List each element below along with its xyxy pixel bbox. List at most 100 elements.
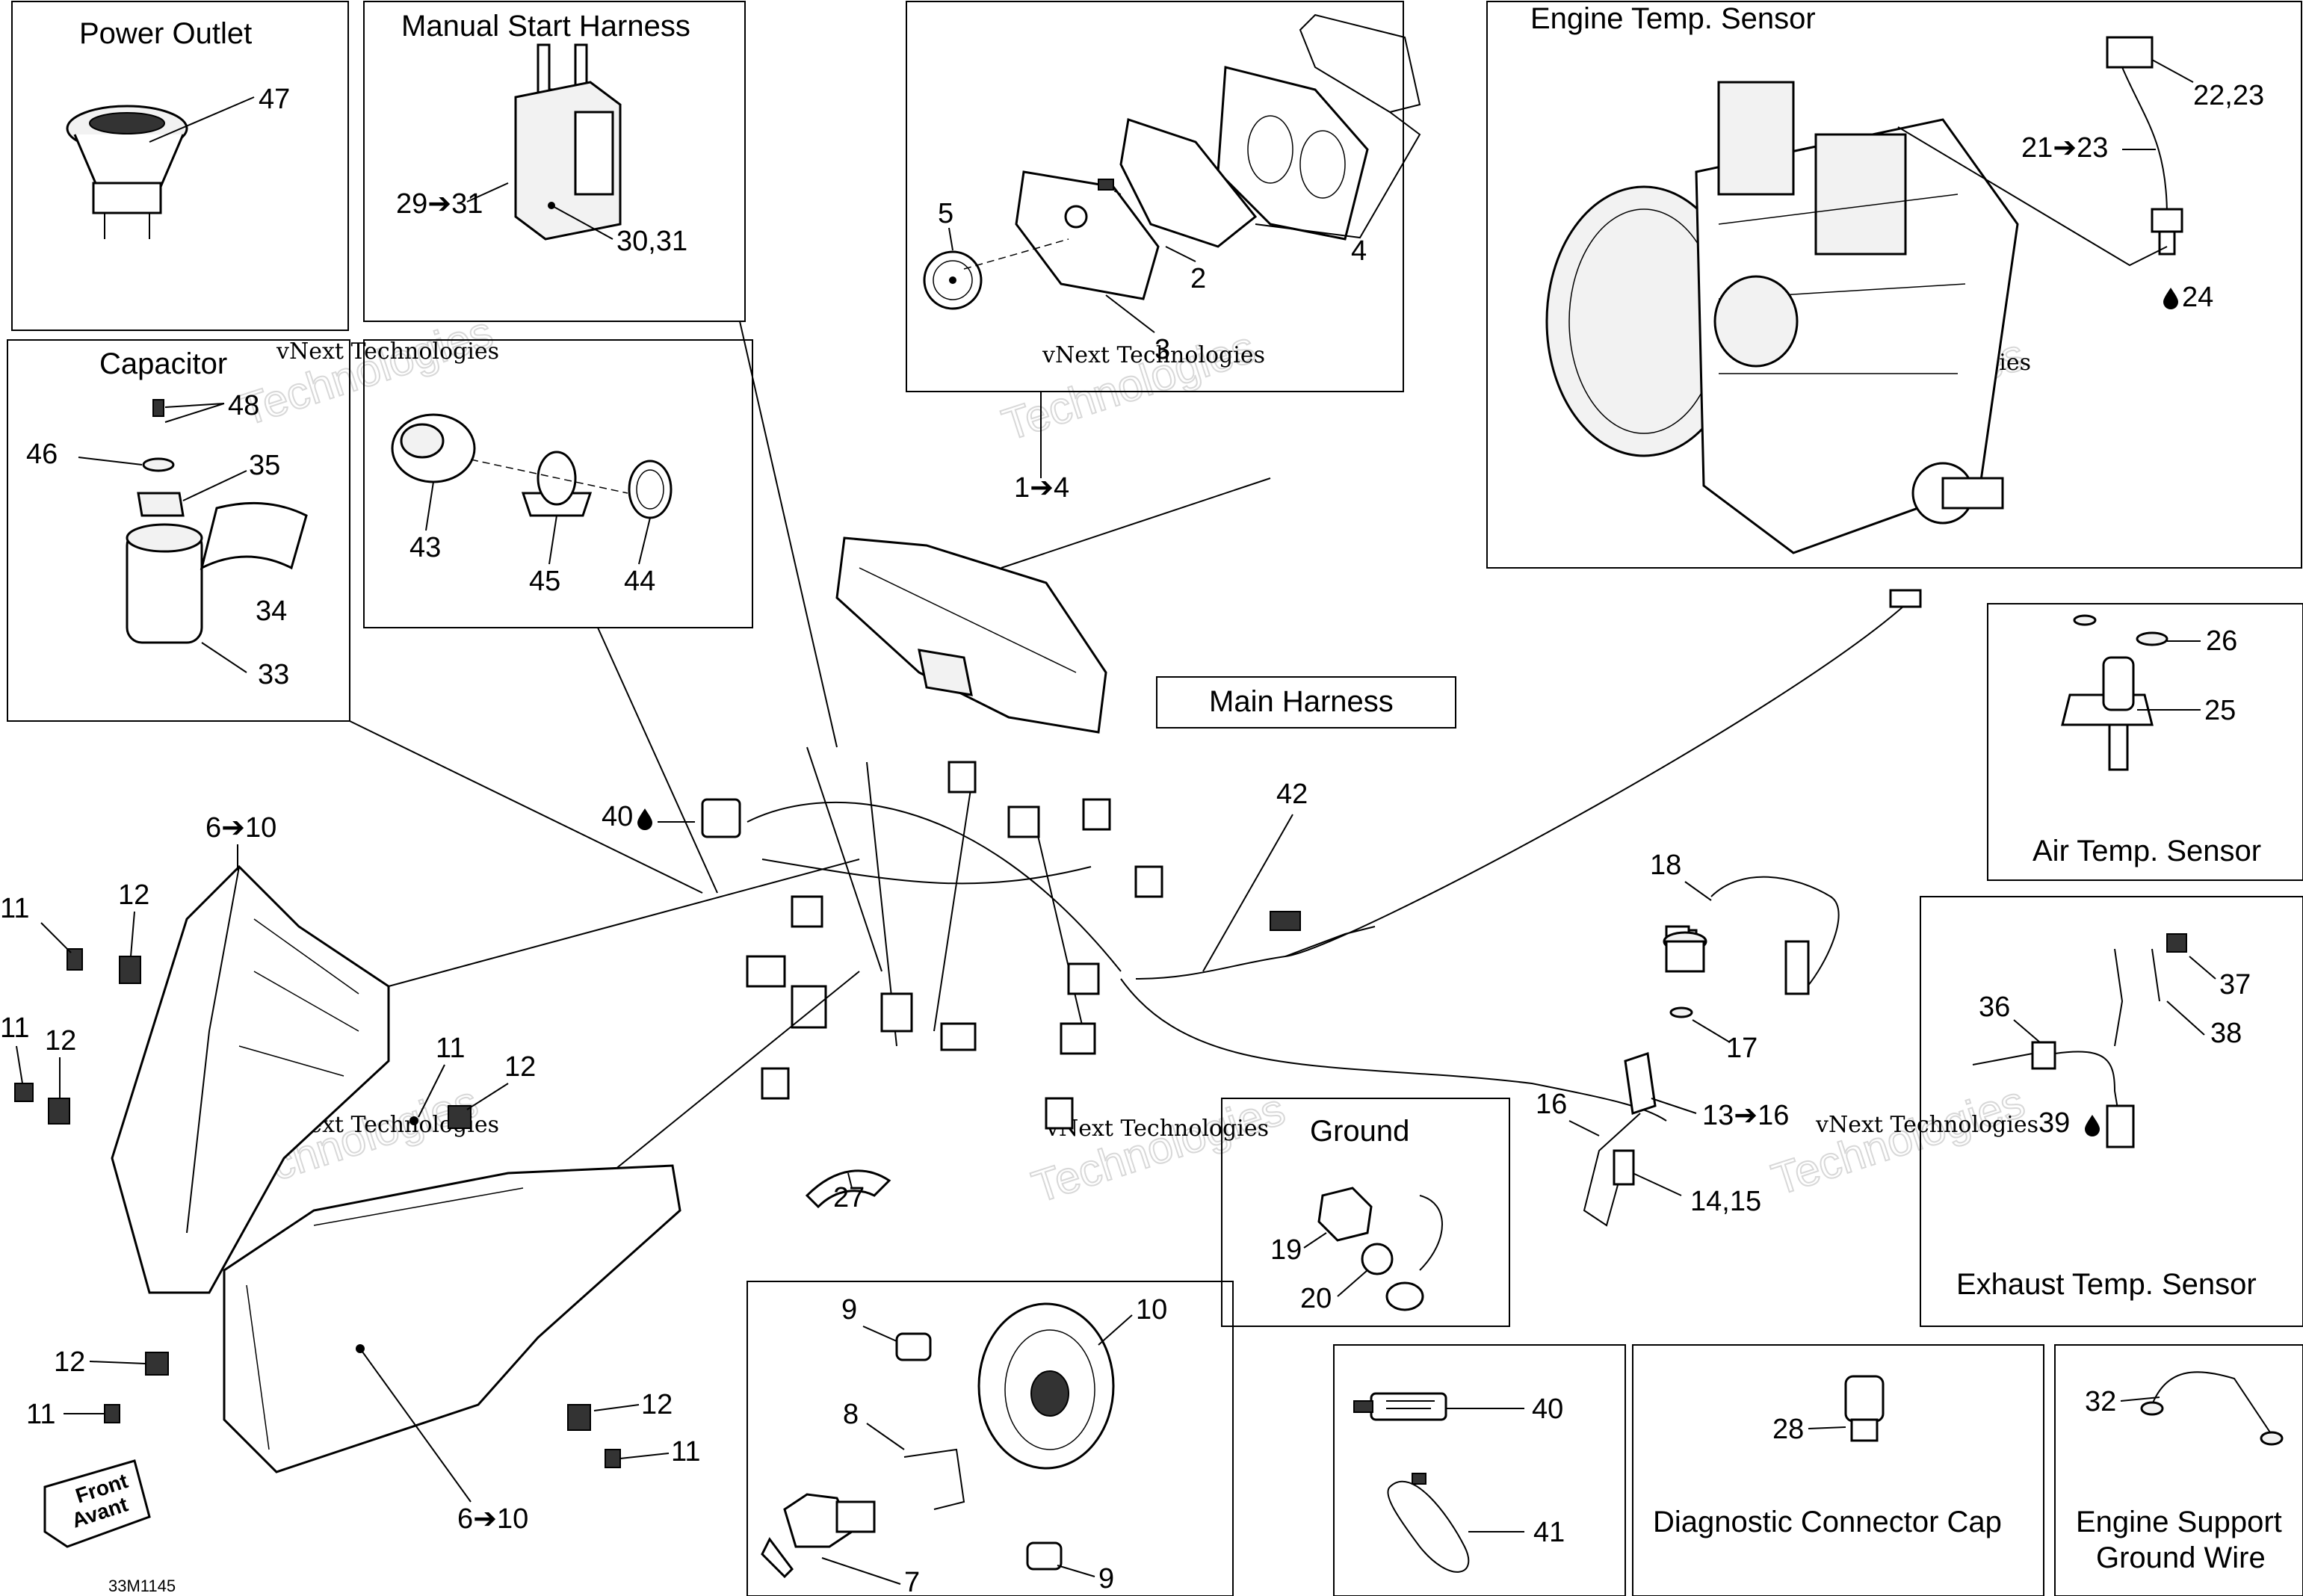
ring-part [628,460,673,519]
capacitor-title: Capacitor [99,347,227,380]
callout-label: 14,15 [1690,1186,1761,1217]
svg-text:Technologies: Technologies [1766,1076,2030,1204]
manual-start-harness-box: Manual Start Harness 29➔31 30,31 [363,1,746,322]
callout-label: 9 [1098,1563,1114,1595]
cluster-lens [1119,118,1258,248]
engine-temp-sensor-box: Engine Temp. Sensor 22,23 21➔23 24 [1486,1,2302,569]
callout-label: 38 [2210,1018,2242,1049]
capacitor-parts [126,399,308,644]
callout-label: 4 [1351,235,1367,267]
cable-tie [1387,1473,1470,1573]
callout-label: 40 [602,801,633,832]
callout-label: 47 [259,84,290,115]
callout-label: 11 [436,1033,465,1064]
ground-wire-title-1: Engine Support [2076,1506,2282,1538]
callout-label: 42 [1276,779,1308,810]
ground-box: Ground 19 20 [1221,1098,1510,1327]
callout-label: 6➔10 [457,1503,528,1535]
callout-label: 12 [45,1025,76,1057]
air-temp-title: Air Temp. Sensor [2032,835,2261,867]
callout-label: 37 [2219,969,2251,1000]
callout-label: 21➔23 [2021,132,2108,164]
power-outlet-title: Power Outlet [79,17,252,50]
cluster-bezel [1015,170,1160,300]
socket-parts-box: 43 45 44 [363,339,753,628]
callout-label: 30,31 [616,226,687,257]
callout-label: 27 [833,1182,865,1213]
callout-label: 9 [841,1294,857,1326]
right-headlight [223,1164,681,1473]
callout-label: 29➔31 [396,188,483,220]
diagnostic-cap-part [1844,1375,1885,1442]
exhaust-temp-sensor-box: 36 37 38 39 Exhaust Temp. Sensor [1920,896,2303,1327]
power-outlet-box: Power Outlet 47 [11,1,349,331]
engine-temp-title: Engine Temp. Sensor [1530,2,1816,35]
svg-text:Main Harness: Main Harness [1209,685,1394,718]
callout-label: 18 [1650,850,1681,881]
callout-label: 25 [2204,695,2236,726]
callout-label: 33 [258,659,289,690]
tether-cord [1583,876,1840,1227]
ground-wire-part [2140,1371,2284,1446]
callout-label: 12 [641,1389,673,1420]
callout-label: 24 [2182,282,2213,313]
socket-part [391,413,476,483]
ground-title: Ground [1310,1115,1409,1148]
callout-label: 11 [671,1436,700,1467]
callout-label: 39 [2038,1107,2070,1139]
callout-label: 45 [529,566,560,597]
callout-label: 35 [249,450,280,481]
callout-label: 16 [1536,1089,1567,1120]
exhaust-temp-title: Exhaust Temp. Sensor [1956,1268,2257,1301]
watermark-1: vNext Technologies [276,338,499,365]
capacitor-box: Capacitor 48 46 35 34 33 [7,339,350,722]
callout-label: 12 [504,1051,536,1083]
callout-label: 11 [26,1399,55,1430]
diagnostic-cap-box: 28 Diagnostic Connector Cap [1632,1344,2044,1596]
callout-label: 40 [1532,1394,1563,1425]
drop-icon [2085,1115,2100,1136]
instrument-cluster-box: 5 2 3 4 [906,1,1421,392]
callout-label: 28 [1772,1414,1804,1445]
grease-box: 40 41 [1333,1344,1626,1596]
diagnostic-cap-title: Diagnostic Connector Cap [1653,1506,2002,1538]
ground-wire-box: 32 Engine Support Ground Wire [2054,1344,2303,1596]
callout-label: 32 [2085,1386,2116,1417]
bracket-part [521,451,593,517]
callout-label: 36 [1979,992,2010,1023]
callout-label: 41 [1533,1517,1565,1548]
drop-icon [637,808,652,830]
callout-label: 20 [1300,1283,1332,1314]
callout-label: 12 [118,879,149,911]
callout-label: 7 [904,1567,920,1596]
callout-label: 26 [2206,625,2237,657]
callout-label: 46 [26,439,58,470]
callout-label: 2 [1190,263,1206,294]
callout-label: 12 [54,1346,85,1378]
callout-label: 11 [0,893,29,924]
left-headlight [111,864,390,1294]
exhaust-temp-sensor [1972,933,2187,1148]
ground-wire-title-2: Ground Wire [2096,1541,2266,1574]
svg-text:Technologies: Technologies [996,321,1261,450]
callout-label: 10 [1136,1294,1167,1326]
cluster-screw [1098,179,1114,191]
callout-label: 48 [228,390,259,421]
callout-label: 3 [1154,334,1170,365]
callout-label: 22,23 [2193,80,2264,111]
air-temp-sensor-box: 26 25 Air Temp. Sensor [1987,603,2303,881]
headlight-bulb-box: 9 10 8 7 9 [746,1281,1234,1596]
callout-label: 6➔10 [205,812,276,844]
callout-label: 17 [1726,1033,1758,1064]
callout-label: 11 [0,1012,29,1044]
cluster-gauge [923,250,983,310]
callout-label: 8 [843,1399,859,1430]
engine-block [1545,81,2019,554]
callout-label: 19 [1270,1234,1302,1266]
manual-start-part [514,43,622,241]
grease-tube [1353,1392,1447,1421]
drawing-id: 33M1145 [108,1577,176,1595]
main-harness [701,477,1922,1209]
callout-label: 44 [624,566,655,597]
